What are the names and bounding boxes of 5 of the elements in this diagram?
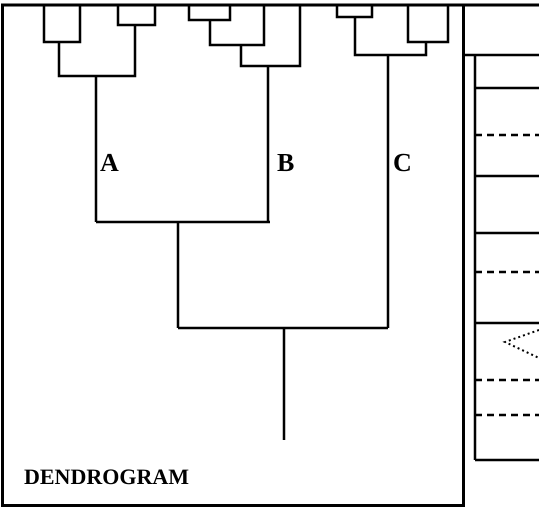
diagram-frame <box>1 4 465 507</box>
frame-label: DENDROGRAM <box>24 464 189 490</box>
branch-label: B <box>277 150 294 176</box>
branch-label: C <box>393 150 412 176</box>
branch-label: A <box>100 150 119 176</box>
